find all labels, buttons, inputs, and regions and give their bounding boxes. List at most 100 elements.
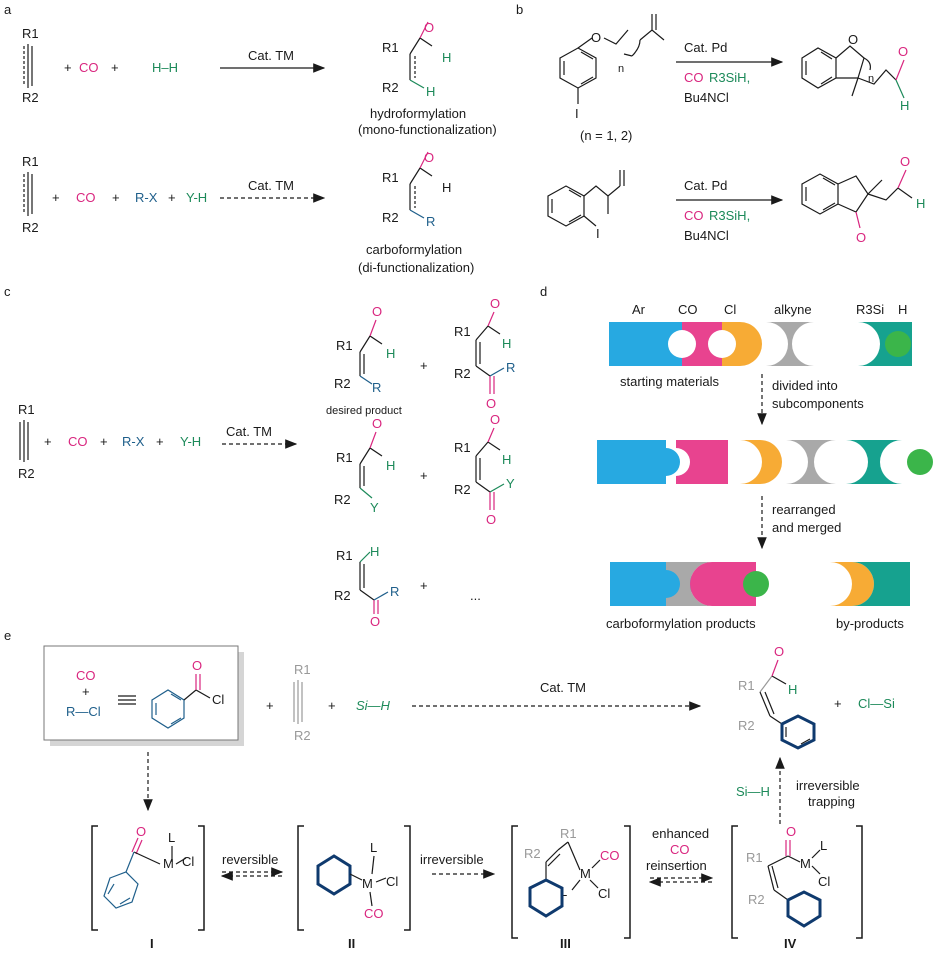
panel-b-label: b <box>516 2 523 17</box>
divided-label-2: subcomponents <box>772 396 864 411</box>
intermediate-I: O M L Cl <box>91 824 205 931</box>
svg-text:+: + <box>156 434 164 449</box>
svg-text:H: H <box>788 682 797 697</box>
svg-text:R2: R2 <box>22 90 39 105</box>
svg-text:R1: R1 <box>22 26 39 41</box>
svg-text:R1: R1 <box>22 154 39 169</box>
svg-text:R2: R2 <box>294 728 311 743</box>
panel-c-label: c <box>4 284 11 299</box>
svg-text:O: O <box>136 824 146 839</box>
svg-text:n: n <box>618 63 624 75</box>
trapping-label-1: irreversible <box>796 778 860 793</box>
salt-b1: Bu4NCl <box>684 90 729 105</box>
silane-b2: R3SiH, <box>709 208 750 223</box>
substrate-b1: O n I <box>559 14 665 121</box>
enhanced-co-label: CO <box>670 842 690 857</box>
label-alkyne: alkyne <box>774 302 812 317</box>
rx-reagent-c: R-X <box>122 434 145 449</box>
alkyne-a1: R1 R2 <box>22 26 39 105</box>
reversible-label: reversible <box>222 852 278 867</box>
cat-tm-e: Cat. TM <box>540 680 586 695</box>
svg-text:M: M <box>163 856 174 871</box>
c-product-5: R1 H R2 O R <box>334 544 399 629</box>
svg-text:H: H <box>386 346 395 361</box>
svg-text:+: + <box>328 698 336 713</box>
svg-text:Cl: Cl <box>212 692 224 707</box>
svg-text:R: R <box>372 380 381 395</box>
alkyne-a2: R1 R2 <box>22 154 39 235</box>
svg-text:O: O <box>591 30 601 45</box>
starting-materials-label: starting materials <box>620 374 719 389</box>
svg-text:H: H <box>370 544 379 559</box>
svg-text:O: O <box>786 824 796 839</box>
c-product-desired: R1 O H R2 R <box>334 304 395 395</box>
svg-text:O: O <box>856 230 866 245</box>
hydroformylation-product: R1 O H R2 H <box>382 20 451 99</box>
cat-pd-b1: Cat. Pd <box>684 40 727 55</box>
svg-text:R1: R1 <box>336 548 353 563</box>
rearranged-label-1: rearranged <box>772 502 836 517</box>
label-h: H <box>898 302 907 317</box>
hydroformylation-subtitle: (mono-functionalization) <box>358 122 497 137</box>
svg-text:R2: R2 <box>748 892 765 907</box>
svg-text:+: + <box>266 698 274 713</box>
svg-text:H: H <box>386 458 395 473</box>
svg-text:R: R <box>506 360 515 375</box>
svg-text:O: O <box>900 154 910 169</box>
svg-text:O: O <box>848 32 858 47</box>
svg-text:H: H <box>426 84 435 99</box>
more-products-ellipsis: ... <box>470 588 481 603</box>
svg-text:O: O <box>424 150 434 165</box>
svg-text:+: + <box>420 468 428 483</box>
carboformylation-product: R1 O H R2 R <box>382 150 451 229</box>
svg-text:R1: R1 <box>294 662 311 677</box>
svg-text:Cl: Cl <box>182 854 194 869</box>
svg-text:+: + <box>420 358 428 373</box>
svg-text:O: O <box>192 658 202 673</box>
svg-text:O: O <box>898 44 908 59</box>
alkyne-c: R1 R2 <box>18 402 35 481</box>
n-values-label: (n = 1, 2) <box>580 128 632 143</box>
svg-text:R1: R1 <box>454 440 471 455</box>
yh-reagent-c: Y-H <box>180 434 201 449</box>
intermediate-III-label: III <box>560 936 571 951</box>
e-product: R1 O H R2 <box>738 644 816 750</box>
svg-text:R1: R1 <box>560 826 577 841</box>
c-product-2: R1 O H R2 O R <box>454 296 515 411</box>
svg-text:CO: CO <box>364 906 384 921</box>
svg-text:R1: R1 <box>382 170 399 185</box>
svg-text:L: L <box>820 838 827 853</box>
co-reagent-a2: CO <box>76 190 96 205</box>
svg-text:H: H <box>502 452 511 467</box>
product-b1: O n O H <box>801 32 909 113</box>
svg-text:R2: R2 <box>524 846 541 861</box>
silane-b1: R3SiH, <box>709 70 750 85</box>
label-ar: Ar <box>632 302 646 317</box>
label-cl: Cl <box>724 302 736 317</box>
svg-text:R2: R2 <box>18 466 35 481</box>
yh-reagent-a2: Y-H <box>186 190 207 205</box>
svg-text:O: O <box>424 20 434 35</box>
svg-text:I: I <box>575 106 579 121</box>
svg-text:R—Cl: R—Cl <box>66 704 101 719</box>
intermediate-II: M L Cl CO <box>297 825 411 931</box>
svg-text:O: O <box>370 614 380 629</box>
intermediate-IV-label: IV <box>784 936 797 951</box>
intermediate-II-label: II <box>348 936 355 951</box>
svg-text:Y: Y <box>506 476 515 491</box>
svg-text:O: O <box>486 512 496 527</box>
svg-text:R2: R2 <box>334 492 351 507</box>
irreversible-label: irreversible <box>420 852 484 867</box>
svg-text:+: + <box>168 190 176 205</box>
panel-d-label: d <box>540 284 547 299</box>
intermediate-IV: O M L Cl R1 R2 <box>731 824 863 939</box>
svg-text:H: H <box>900 98 909 113</box>
svg-text:R2: R2 <box>334 376 351 391</box>
svg-text:O: O <box>372 304 382 319</box>
svg-text:+: + <box>420 578 428 593</box>
silane-trap: Si—H <box>736 784 770 799</box>
svg-text:L: L <box>168 830 175 845</box>
chlorosilane-byproduct: Cl—Si <box>858 696 895 711</box>
hydroformylation-title: hydroformylation <box>370 106 466 121</box>
